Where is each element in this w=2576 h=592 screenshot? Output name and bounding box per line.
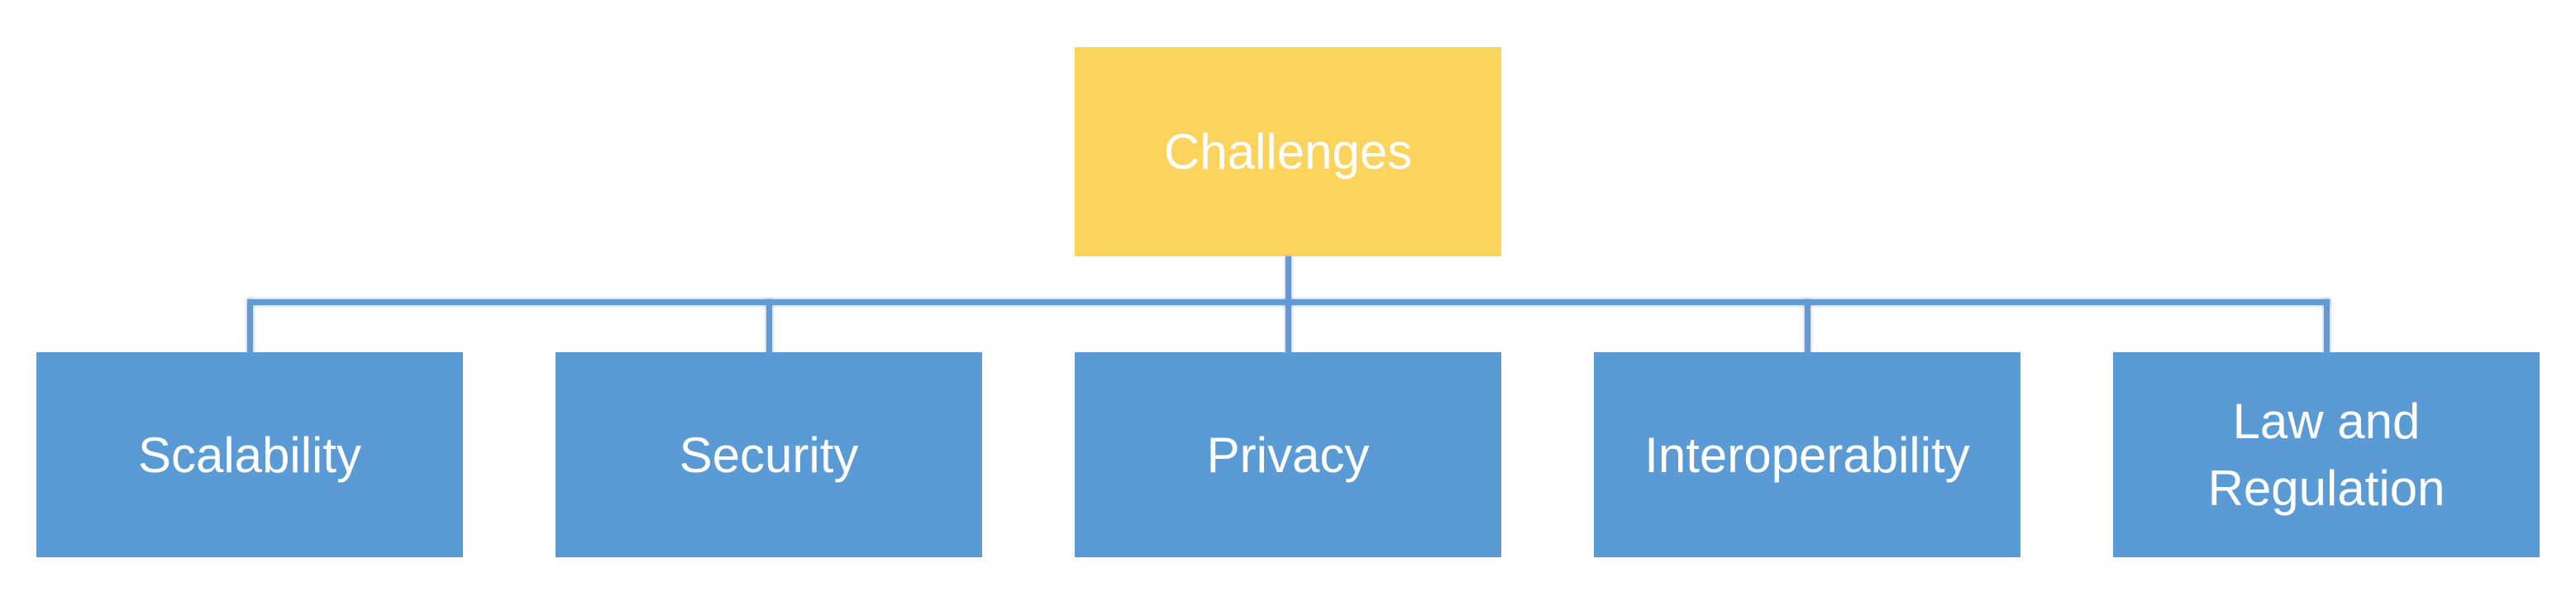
node-interoperability-label: Interoperability bbox=[1644, 427, 1970, 483]
node-challenges-label: Challenges bbox=[1163, 124, 1413, 179]
node-scalability-label: Scalability bbox=[137, 427, 362, 483]
node-scalability: Scalability bbox=[36, 352, 463, 557]
node-security: Security bbox=[556, 352, 982, 557]
node-privacy: Privacy bbox=[1075, 352, 1501, 557]
node-law-and-regulation-label: Law and Regulation bbox=[2207, 394, 2445, 516]
node-challenges: Challenges bbox=[1075, 47, 1501, 256]
connector-drop-scalability bbox=[247, 299, 253, 352]
node-security-label: Security bbox=[679, 427, 859, 483]
node-privacy-label: Privacy bbox=[1206, 427, 1370, 483]
connector-drop-interoperability bbox=[1805, 299, 1810, 352]
connector-drop-security bbox=[766, 299, 772, 352]
connector-drop-law-and-regulation bbox=[2324, 299, 2330, 352]
connector-horizontal-bus bbox=[250, 299, 2330, 305]
node-law-and-regulation: Law and Regulation bbox=[2113, 352, 2540, 557]
node-interoperability: Interoperability bbox=[1594, 352, 2020, 557]
